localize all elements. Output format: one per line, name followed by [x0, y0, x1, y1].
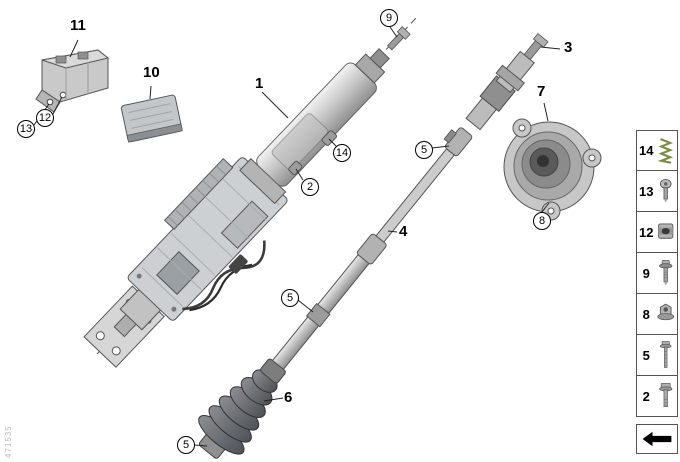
torx-screw-icon [659, 178, 672, 203]
callout-13[interactable]: 13 [17, 120, 35, 138]
legend-item-2: 2 [636, 376, 678, 417]
universal-joint [465, 33, 549, 131]
callout-3[interactable]: 3 [564, 39, 573, 56]
steering-shaft-assembly [198, 33, 549, 459]
watermark-code: 471535 [4, 425, 13, 458]
callout-4[interactable]: 4 [399, 223, 408, 240]
bolt-icon [658, 383, 672, 408]
callout-12[interactable]: 12 [36, 109, 54, 127]
flange-nut-icon [656, 303, 674, 321]
bellows-boot [198, 358, 286, 455]
legend-label: 2 [642, 388, 650, 404]
callout-8[interactable]: 8 [533, 212, 551, 230]
upper-bolt [386, 26, 411, 51]
legend-item-9: 9 [636, 253, 678, 294]
legend-item-13: 13 [636, 171, 678, 212]
legend-item-8: 8 [636, 294, 678, 335]
callout-5-upper[interactable]: 5 [415, 141, 433, 159]
callout-10[interactable]: 10 [143, 64, 160, 81]
cage-nut-icon [657, 223, 673, 239]
direction-arrow-icon [642, 431, 672, 447]
steering-column-assembly [83, 26, 411, 368]
callout-11[interactable]: 11 [70, 17, 86, 34]
callout-9[interactable]: 9 [380, 9, 398, 27]
callout-7[interactable]: 7 [537, 83, 546, 100]
callout-6[interactable]: 6 [284, 389, 293, 406]
coil-spring-icon [657, 137, 673, 164]
legend-label: 12 [639, 224, 654, 240]
legend-label: 13 [639, 183, 654, 199]
callout-5-lower[interactable]: 5 [177, 436, 195, 454]
callout-2[interactable]: 2 [301, 178, 319, 196]
legend-label: 9 [642, 265, 650, 281]
legend-item-12: 12 [636, 212, 678, 253]
direction-arrow-box [636, 424, 678, 454]
callout-1[interactable]: 1 [255, 75, 264, 92]
callout-5-middle[interactable]: 5 [281, 289, 299, 307]
long-bolt-icon [659, 341, 671, 368]
legend-item-5: 5 [636, 335, 678, 376]
legend-panel: 14 13 12 9 [636, 130, 678, 417]
legend-item-14: 14 [636, 130, 678, 171]
screw-icon [658, 260, 672, 286]
legend-label: 14 [639, 143, 654, 158]
legend-label: 5 [642, 347, 650, 363]
leader-lines [33, 26, 561, 447]
mounting-bracket [35, 49, 110, 113]
firewall-boot [503, 118, 602, 221]
callout-14[interactable]: 14 [333, 144, 351, 162]
legend-label: 8 [642, 306, 650, 322]
control-module [120, 94, 183, 143]
